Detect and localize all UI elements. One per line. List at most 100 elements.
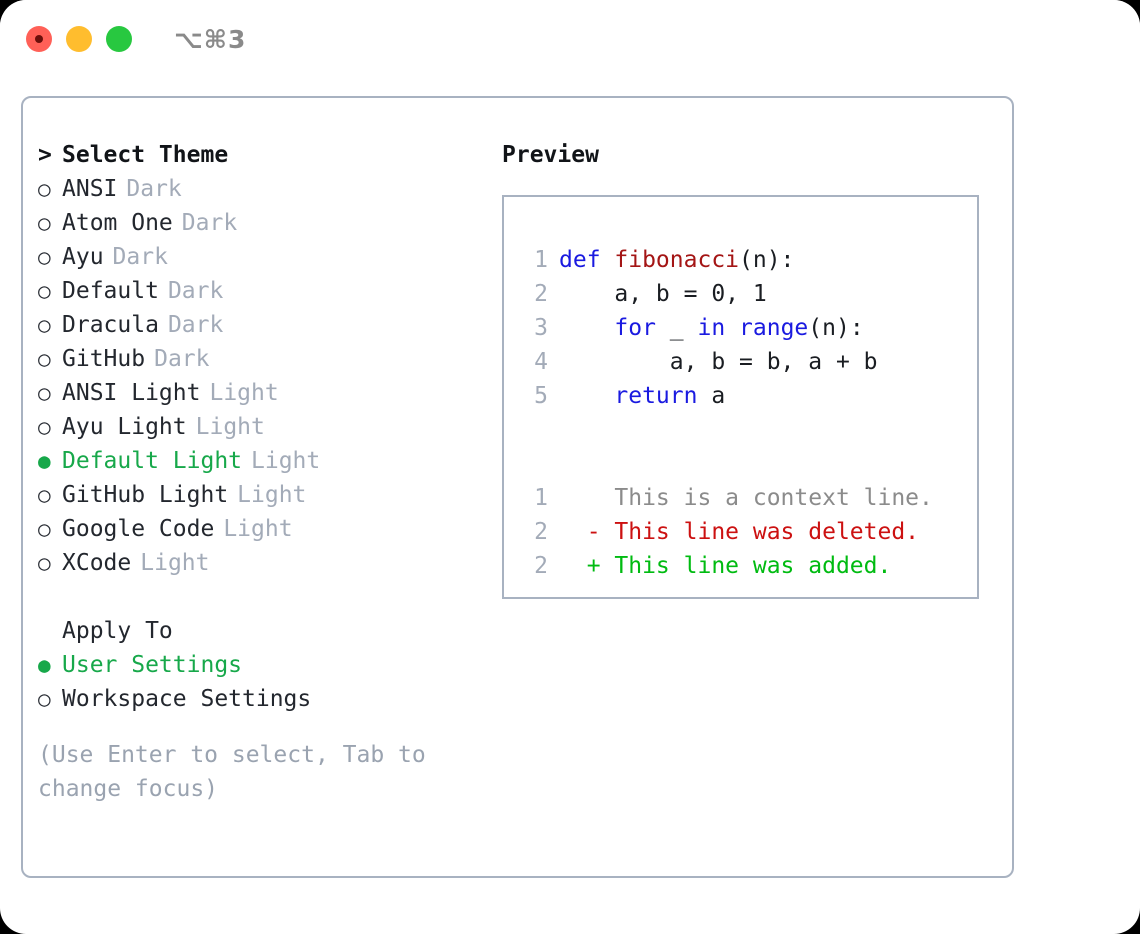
code-line: 4 a, b = b, a + b	[504, 345, 977, 379]
select-theme-header-label: Select Theme	[62, 142, 229, 168]
apply-to-option[interactable]: ● User Settings	[38, 648, 488, 682]
theme-name-label: XCode	[62, 550, 132, 576]
code-token: a, b = b, a + b	[559, 349, 878, 375]
theme-list-item[interactable]: ○ GitHub Light Light	[38, 478, 488, 512]
code-line-number: 5	[534, 383, 548, 409]
theme-list-item[interactable]: ○ Atom One Dark	[38, 206, 488, 240]
theme-category-label: Light	[251, 448, 321, 474]
radio-unselected-icon[interactable]: ○	[38, 211, 51, 235]
apply-to-option-label: User Settings	[62, 652, 243, 678]
radio-selected-icon[interactable]: ●	[38, 653, 51, 677]
radio-unselected-icon[interactable]: ○	[38, 415, 51, 439]
code-line: 3 for _ in range(n):	[504, 311, 977, 345]
theme-name-label: GitHub Light	[62, 482, 229, 508]
theme-category-label: Light	[140, 550, 210, 576]
apply-to-header: ○Apply To	[38, 614, 488, 648]
theme-name-label: GitHub	[62, 346, 146, 372]
diff-line-text: - This line was deleted.	[559, 519, 920, 545]
diff-line: 1 This is a context line.	[504, 481, 977, 515]
code-token	[559, 383, 614, 409]
diff-line-number: 1	[534, 485, 548, 511]
theme-name-label: Default Light	[62, 448, 243, 474]
radio-unselected-icon[interactable]: ○	[38, 347, 51, 371]
theme-name-label: Atom One	[62, 210, 173, 236]
diff-line-text: This is a context line.	[559, 485, 933, 511]
diff-line-number: 2	[534, 553, 548, 579]
apply-to-header-label: Apply To	[62, 618, 173, 644]
preview-title: Preview	[502, 142, 599, 168]
apply-to-list: ● User Settings ○ Workspace Settings	[38, 648, 488, 716]
theme-list-item[interactable]: ○ Google Code Light	[38, 512, 488, 546]
diff-line-number: 2	[534, 519, 548, 545]
radio-unselected-icon[interactable]: ○	[38, 279, 51, 303]
theme-name-label: Google Code	[62, 516, 215, 542]
radio-unselected-icon[interactable]: ○	[38, 551, 51, 575]
code-line-number: 2	[534, 281, 548, 307]
theme-list-item[interactable]: ○ Dracula Dark	[38, 308, 488, 342]
theme-list-item[interactable]: ○ GitHub Dark	[38, 342, 488, 376]
radio-unselected-icon[interactable]: ○	[38, 245, 51, 269]
theme-category-label: Light	[223, 516, 293, 542]
code-line-text: def fibonacci(n):	[548, 247, 794, 273]
code-token	[559, 315, 614, 341]
radio-unselected-icon[interactable]: ○	[38, 483, 51, 507]
theme-name-label: ANSI	[62, 176, 118, 202]
prompt-chevron-icon: >	[38, 142, 52, 168]
diff-line: 2 - This line was deleted.	[504, 515, 977, 549]
code-token: (n):	[808, 315, 864, 341]
code-token: (n):	[739, 247, 795, 273]
apply-to-option-label: Workspace Settings	[62, 686, 312, 712]
radio-unselected-icon[interactable]: ○	[38, 177, 51, 201]
diff-preview: 1 This is a context line.2 - This line w…	[504, 481, 977, 583]
code-line: 5 return a	[504, 379, 977, 413]
radio-unselected-icon[interactable]: ○	[38, 517, 51, 541]
code-line-number: 4	[534, 349, 548, 375]
theme-list-item[interactable]: ● Default Light Light	[38, 444, 488, 478]
code-token: fibonacci	[614, 247, 740, 273]
close-window-icon[interactable]	[26, 26, 52, 52]
theme-category-label: Dark	[167, 312, 224, 338]
theme-category-label: Dark	[181, 210, 238, 236]
maximize-window-icon[interactable]	[106, 26, 132, 52]
code-token	[725, 315, 739, 341]
theme-category-label: Light	[195, 414, 265, 440]
preview-spacer	[504, 413, 977, 447]
code-token: def	[559, 247, 615, 273]
code-token: a, b = 0, 1	[559, 281, 767, 307]
code-line-number: 1	[534, 247, 548, 273]
diff-line: 2 + This line was added.	[504, 549, 977, 583]
help-text: (Use Enter to select, Tab to change focu…	[38, 742, 426, 802]
code-token: a	[697, 383, 726, 409]
theme-category-label: Dark	[154, 346, 210, 372]
radio-unselected-icon[interactable]: ○	[38, 381, 51, 405]
theme-category-label: Dark	[167, 278, 224, 304]
apply-to-option[interactable]: ○ Workspace Settings	[38, 682, 488, 716]
section-spacer	[38, 580, 488, 614]
theme-name-label: Dracula	[62, 312, 159, 338]
code-line-text: for _ in range(n):	[548, 315, 864, 341]
code-line-number: 3	[534, 315, 548, 341]
apply-to-header-marker: ○	[38, 614, 62, 648]
radio-selected-icon[interactable]: ●	[38, 449, 51, 473]
theme-category-label: Light	[237, 482, 307, 508]
diff-line-text: + This line was added.	[559, 553, 892, 579]
theme-list-item[interactable]: ○ XCode Light	[38, 546, 488, 580]
radio-unselected-icon[interactable]: ○	[38, 313, 51, 337]
theme-name-label: Ayu	[62, 244, 104, 270]
theme-name-label: ANSI Light	[62, 380, 201, 406]
radio-unselected-icon[interactable]: ○	[38, 687, 51, 711]
minimize-window-icon[interactable]	[66, 26, 92, 52]
code-token: _	[655, 315, 698, 341]
